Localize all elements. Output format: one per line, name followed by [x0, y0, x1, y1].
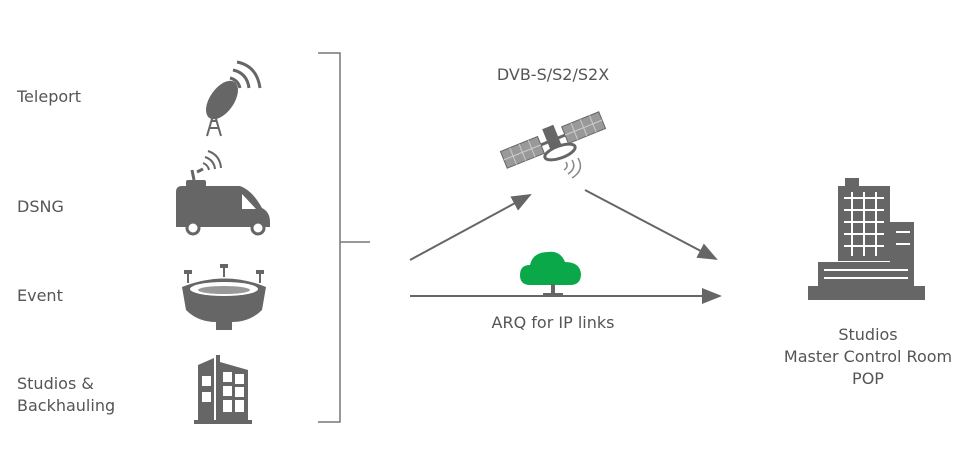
downlink-arrow [584, 189, 718, 260]
source-label-studios-line1: Studios & [17, 374, 94, 393]
destination-line-2: Master Control Room [783, 347, 953, 366]
stadium-icon [182, 264, 266, 330]
satellite-dish-icon [206, 60, 262, 137]
cloud-tree-icon [520, 251, 581, 296]
ip-link-label: ARQ for IP links [491, 313, 615, 332]
destination-line-3: POP [852, 369, 884, 388]
source-label-studios: Studios & Backhauling [17, 373, 115, 417]
office-building-icon [194, 355, 252, 424]
headquarters-building-icon [808, 178, 925, 300]
destination-line-1: Studios [838, 325, 898, 344]
source-label-event: Event [17, 286, 63, 305]
destination-label: Studios Master Control Room POP [758, 324, 970, 390]
source-bracket [318, 52, 370, 423]
source-label-teleport: Teleport [17, 87, 81, 106]
news-van-icon [176, 150, 270, 236]
source-label-dsng: DSNG [17, 197, 64, 216]
satellite-link-label: DVB-S/S2/S2X [496, 65, 610, 84]
uplink-arrow [409, 194, 532, 261]
source-label-studios-line2: Backhauling [17, 396, 116, 415]
satellite-icon [499, 111, 607, 179]
